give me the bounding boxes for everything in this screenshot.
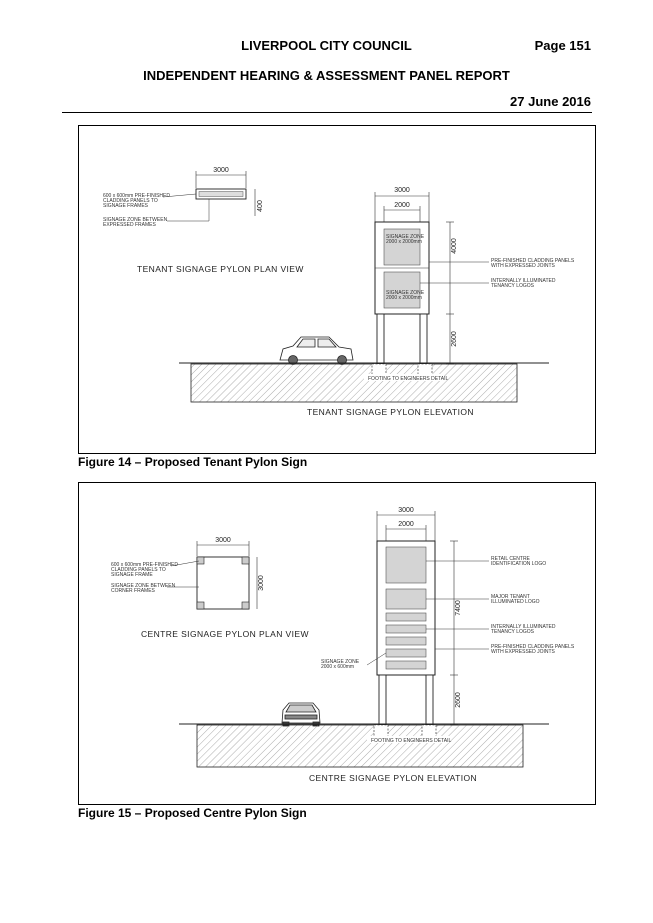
plan-note-cladding: CLADDING PANELS TO — [103, 198, 158, 204]
figure-14-drawing: 3000 400 600 x 600mm PRE-FINISHED CLADDI… — [78, 125, 596, 454]
car-illustration — [279, 336, 354, 365]
note-logos: TENANCY LOGOS — [491, 629, 535, 635]
ground-section: FOOTING TO ENGINEERS DETAIL — [179, 362, 549, 403]
elev-dim-post-height: 2600 — [451, 331, 458, 347]
elev-dim-sign-height: 4000 — [451, 238, 458, 254]
note-cladding: WITH EXPRESSED JOINTS — [491, 263, 556, 269]
note-cladding: WITH EXPRESSED JOINTS — [491, 649, 556, 655]
plan-note-cladding: CLADDING PANELS TO — [111, 567, 166, 573]
note-major-tenant: ILLUMINATED LOGO — [491, 599, 540, 605]
zone-label: SIGNAGE ZONE — [386, 290, 425, 296]
plan-note-zone: SIGNAGE ZONE BETWEEN — [111, 583, 176, 589]
report-date: 27 June 2016 — [510, 94, 591, 109]
zone-label: SIGNAGE ZONE — [386, 234, 425, 240]
figure-15-caption: Figure 15 – Proposed Centre Pylon Sign — [78, 806, 307, 820]
note-logos: TENANCY LOGOS — [491, 283, 535, 289]
figure-14-caption: Figure 14 – Proposed Tenant Pylon Sign — [78, 455, 308, 469]
figure-15-drawing: 3000 3000 600 x 600mm PRE-FINISHED CLADD… — [78, 482, 596, 805]
plan-note-cladding: 600 x 600mm PRE-FINISHED — [111, 562, 178, 568]
centre-plan-title: CENTRE SIGNAGE PYLON PLAN VIEW — [141, 629, 309, 639]
plan-dim-width: 3000 — [213, 167, 229, 174]
elev-dim-post-height: 2600 — [455, 692, 462, 708]
elev-dim-overall: 3000 — [398, 507, 414, 514]
council-name: LIVERPOOL CITY COUNCIL — [241, 38, 412, 53]
note-cladding: PRE-FINISHED CLADDING PANELS — [491, 644, 575, 650]
footing-note: FOOTING TO ENGINEERS DETAIL — [368, 376, 449, 382]
car-front-illustration — [281, 702, 321, 727]
plan-note-cladding: SIGNAGE FRAMES — [103, 203, 149, 209]
centre-elevation-title: CENTRE SIGNAGE PYLON ELEVATION — [309, 773, 477, 783]
tenant-pylon-drawing: 3000 400 600 x 600mm PRE-FINISHED CLADDI… — [103, 167, 575, 417]
header-rule — [62, 112, 592, 113]
note-centre-logo: RETAIL CENTRE — [491, 556, 531, 562]
plan-note-zone: CORNER FRAMES — [111, 588, 156, 594]
centre-elevation: 3000 2000 7400 2600 RETAIL CENTRE IDENTI… — [321, 507, 575, 726]
centre-pylon-drawing: 3000 3000 600 x 600mm PRE-FINISHED CLADD… — [111, 507, 575, 783]
plan-dim-depth: 3000 — [258, 575, 265, 591]
elev-dim-panel: 2000 — [394, 202, 410, 209]
note-centre-logo: IDENTIFICATION LOGO — [491, 561, 546, 567]
plan-dim-width: 3000 — [215, 537, 231, 544]
zone-label: SIGNAGE ZONE — [321, 659, 360, 665]
note-logos: INTERNALLY ILLUMINATED — [491, 278, 556, 284]
tenant-elevation-title: TENANT SIGNAGE PYLON ELEVATION — [307, 407, 474, 417]
centre-plan-view: 3000 3000 600 x 600mm PRE-FINISHED CLADD… — [111, 537, 309, 639]
zone-size: 2000 x 2000mm — [386, 239, 422, 245]
tenant-plan-title: TENANT SIGNAGE PYLON PLAN VIEW — [137, 264, 304, 274]
plan-note-zone: SIGNAGE ZONE BETWEEN — [103, 217, 168, 223]
elev-dim-sign-height: 7400 — [455, 600, 462, 616]
elev-dim-overall: 3000 — [394, 187, 410, 194]
plan-note-cladding: SIGNAGE FRAME — [111, 572, 153, 578]
ground-section: FOOTING TO ENGINEERS DETAIL — [179, 723, 549, 768]
footing-note: FOOTING TO ENGINEERS DETAIL — [371, 738, 452, 744]
zone-size: 2000 x 600mm — [321, 664, 354, 670]
plan-dim-depth: 400 — [257, 200, 264, 212]
note-logos: INTERNALLY ILLUMINATED — [491, 624, 556, 630]
elev-dim-panel: 2000 — [398, 521, 414, 528]
plan-note-zone: EXPRESSED FRAMES — [103, 222, 156, 228]
page-number: Page 151 — [534, 38, 591, 53]
note-major-tenant: MAJOR TENANT — [491, 594, 530, 600]
tenant-elevation: 3000 2000 SIGNAGE ZONE 2000 x 2000mm SIG… — [374, 187, 575, 365]
tenant-plan-view: 3000 400 600 x 600mm PRE-FINISHED CLADDI… — [103, 167, 304, 274]
note-cladding: PRE-FINISHED CLADDING PANELS — [491, 258, 575, 264]
report-title: INDEPENDENT HEARING & ASSESSMENT PANEL R… — [143, 68, 510, 83]
zone-size: 2000 x 2000mm — [386, 295, 422, 301]
plan-note-cladding: 600 x 600mm PRE-FINISHED — [103, 193, 170, 199]
